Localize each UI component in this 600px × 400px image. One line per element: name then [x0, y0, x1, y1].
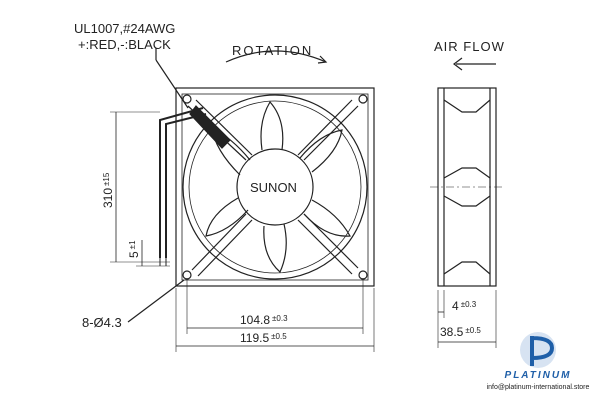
- mount-hole-tr: [358, 94, 368, 104]
- fan-venturi-ring: [182, 94, 368, 280]
- fan-strut: [191, 213, 247, 271]
- fan-strut: [297, 99, 353, 156]
- watermark-word: PLATINUM: [504, 370, 572, 381]
- fan-blade: [303, 199, 351, 237]
- side-view-venturi: [443, 261, 491, 275]
- fan-blade: [299, 129, 343, 173]
- fan-blade: [263, 223, 287, 273]
- mount-hole-br: [358, 270, 368, 280]
- lead-wire: [165, 113, 207, 258]
- watermark: PLATINUM info@platinum-international.sto…: [478, 326, 598, 398]
- lead-length-dimension: 310±15: [101, 172, 115, 208]
- mount-hole-tl: [182, 94, 192, 104]
- watermark-email: info@platinum-international.store: [486, 384, 590, 391]
- lead-wire: [159, 107, 204, 258]
- flange-dimension: 4±0.3: [452, 299, 477, 313]
- fan-strut: [197, 219, 253, 277]
- air-flow-label: AIR FLOW: [434, 39, 505, 54]
- fan-blade: [260, 100, 284, 151]
- frame-width-dimension: 119.5±0.5: [240, 331, 287, 345]
- fan-frame-inner: [181, 93, 369, 281]
- fan-hub: [236, 148, 314, 226]
- side-view-venturi: [443, 99, 491, 113]
- rotation-label: ROTATION: [232, 43, 314, 58]
- platinum-logo-mark: [520, 332, 556, 368]
- mount-hole-bl: [182, 270, 192, 280]
- wire-colors-label: +:RED,-:BLACK: [78, 37, 171, 52]
- rotation-arrow-head: [317, 55, 328, 64]
- fan-strut: [297, 219, 353, 275]
- strip-length-dimension: 5±1: [127, 240, 141, 258]
- depth-dimension: 38.5±0.5: [440, 325, 481, 339]
- side-view-venturi: [443, 167, 491, 179]
- wire-sleeve: [189, 105, 231, 149]
- hole-pitch-dimension: 104.8±0.3: [240, 313, 288, 327]
- leader-line: [127, 279, 185, 323]
- rotation-arrow: [225, 50, 327, 63]
- hub-brand-label: SUNON: [250, 180, 297, 195]
- fan-venturi-ring-inner: [188, 100, 362, 274]
- airflow-arrow-head: [453, 57, 463, 71]
- wire-spec-label: UL1007,#24AWG: [74, 21, 176, 36]
- side-view-venturi: [443, 195, 491, 207]
- fan-frame-outline: [175, 87, 375, 287]
- fan-strut: [195, 99, 253, 156]
- mount-holes-label: 8-Ø4.3: [82, 315, 122, 330]
- leader-line: [155, 59, 189, 109]
- fan-blade: [205, 197, 249, 237]
